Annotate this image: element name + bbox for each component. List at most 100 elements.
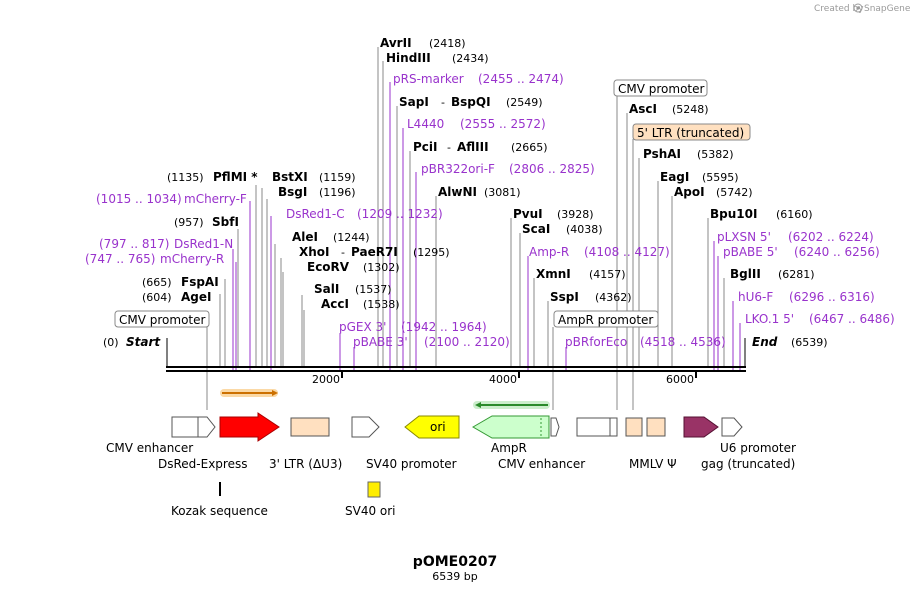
feature-label-ltr3: 3' LTR (ΔU3) xyxy=(269,457,342,471)
mmlv-box xyxy=(646,417,666,437)
enzyme-sali: SalI xyxy=(314,282,339,296)
enzyme-pvui-pos: (3928) xyxy=(557,208,594,221)
enzyme-sspi: SspI xyxy=(550,290,579,304)
plasmid-name: pOME0207 xyxy=(413,554,497,570)
primer-prs-marker: pRS-marker xyxy=(393,72,464,86)
cmv-enhancer-1-arrow xyxy=(171,416,216,438)
feature-label-cmv-enhancer-1: CMV enhancer xyxy=(106,441,193,455)
enzyme-sapi: SapI xyxy=(399,95,429,109)
dsred-express-arrow xyxy=(219,412,280,442)
primer-pbrforeco: pBRforEco xyxy=(565,335,627,349)
ampr-promoter-label: AmpR promoter xyxy=(558,313,653,327)
enzyme-bspqi: BspQI xyxy=(451,95,491,109)
enzyme-ecorv: EcoRV xyxy=(307,260,350,274)
enzyme-sali-pos: (1537) xyxy=(355,283,392,296)
enzyme-hindiii: HindIII xyxy=(386,51,431,65)
primer-prs-marker-range: (2455 .. 2474) xyxy=(478,72,564,86)
primer-mcherry-r-range: (747 .. 765) xyxy=(85,252,155,266)
feature-label-ori: ori xyxy=(430,420,446,434)
enzyme-pcii-dash: - xyxy=(447,141,451,154)
primer-pbr322ori-f-range: (2806 .. 2825) xyxy=(509,162,595,176)
primer-l4440-range: (2555 .. 2572) xyxy=(460,117,546,131)
primer-plxsn5-range: (6202 .. 6224) xyxy=(788,230,874,244)
primer-dsred1-c: DsRed1-C xyxy=(286,207,345,221)
primer-pbrforeco-range: (4518 .. 4536) xyxy=(640,335,726,349)
cmv-promoter-left-box xyxy=(114,310,210,328)
orf-dsred xyxy=(220,389,278,397)
enzyme-xmni-pos: (4157) xyxy=(589,268,626,281)
enzyme-paer7i: PaeR7I xyxy=(351,245,398,259)
enzyme-bglii: BglII xyxy=(730,267,761,281)
ruler-label-2000: 2000 xyxy=(312,373,340,386)
enzyme-alwni-pos: (3081) xyxy=(484,186,521,199)
primer-pgex3-range: (1942 .. 1964) xyxy=(401,320,487,334)
feature-label-mmlv: MMLV Ψ xyxy=(629,457,677,471)
credit-brand: SnapGene xyxy=(864,4,911,14)
ltr5-label-box xyxy=(632,123,751,141)
enzyme-pcii-pos: (2665) xyxy=(511,141,548,154)
primer-dsred1-n: DsRed1-N xyxy=(174,237,233,251)
enzyme-eagi-pos: (5595) xyxy=(702,171,739,184)
ampr-promoter-box xyxy=(553,310,659,328)
primer-pbabe3: pBABE 3' xyxy=(353,335,408,349)
enzyme-xmni: XmnI xyxy=(536,267,571,281)
primer-hu6-f-range: (6296 .. 6316) xyxy=(789,290,875,304)
enzyme-agei-pos: (604) xyxy=(142,291,172,304)
primer-dsred1-n-range: (797 .. 817) xyxy=(99,237,169,251)
enzyme-scai-pos: (4038) xyxy=(566,223,603,236)
start-pos: (0) xyxy=(103,336,119,349)
enzyme-bsgi-pos: (1196) xyxy=(319,186,356,199)
cmv-promoter-left-label: CMV promoter xyxy=(119,313,206,327)
enzyme-pvui: PvuI xyxy=(513,207,543,221)
primer-mcherry-r: mCherry-R xyxy=(160,252,224,266)
enzyme-xhoi: XhoI xyxy=(299,245,330,259)
primer-amp-r-range: (4108 .. 4127) xyxy=(584,245,670,259)
enzyme-fspai-pos: (665) xyxy=(142,276,172,289)
primer-mcherry-f-range: (1015 .. 1034) xyxy=(96,192,182,206)
ruler-label-6000: 6000 xyxy=(666,373,694,386)
ltr5-box xyxy=(625,417,643,437)
enzyme-alei: AleI xyxy=(292,230,318,244)
primer-pgex3: pGEX 3' xyxy=(339,320,386,334)
enzyme-pflmi-pos: (1135) xyxy=(167,171,204,184)
sequence-backbone xyxy=(166,366,746,378)
primer-dsred1-c-range: (1209 .. 1232) xyxy=(357,207,443,221)
enzyme-pcii: PciI xyxy=(413,140,438,154)
enzyme-sapi-dash: - xyxy=(441,96,445,109)
cmv-enhancer-2-arrow xyxy=(576,417,618,437)
enzyme-bpu10i: Bpu10I xyxy=(710,207,757,221)
feature-label-dsred-express: DsRed-Express xyxy=(158,457,247,471)
enzyme-bstxi: BstXI xyxy=(272,170,308,184)
enzyme-apoi: ApoI xyxy=(674,185,705,199)
enzyme-xhoi-dash: - xyxy=(341,246,345,259)
enzyme-acci-pos: (1538) xyxy=(363,298,400,311)
ori-arrow xyxy=(404,415,460,439)
enzyme-afliii: AflIII xyxy=(457,140,489,154)
enzyme-hindiii-pos: (2434) xyxy=(452,52,489,65)
enzyme-eagi: EagI xyxy=(660,170,689,184)
primer-pbabe5-range: (6240 .. 6256) xyxy=(794,245,880,259)
enzyme-xhoi-pos: (1295) xyxy=(413,246,450,259)
enzyme-acci: AccI xyxy=(321,297,349,311)
enzyme-bglii-pos: (6281) xyxy=(778,268,815,281)
primer-pbr322ori-f: pBR322ori-F xyxy=(421,162,495,176)
feature-label-cmv-enhancer-2: CMV enhancer xyxy=(498,457,585,471)
ltr5-label: 5' LTR (truncated) xyxy=(637,126,744,140)
feature-label-ampr: AmpR xyxy=(491,441,527,455)
enzyme-avrii-pos: (2418) xyxy=(429,37,466,50)
enzyme-scai: ScaI xyxy=(522,222,550,236)
enzyme-apoi-pos: (5742) xyxy=(716,186,753,199)
primer-l4440: L4440 xyxy=(407,117,444,131)
start-label: Start xyxy=(126,335,161,349)
primer-lko1-5: LKO.1 5' xyxy=(745,312,794,326)
primer-mcherry-f: mCherry-F xyxy=(184,192,247,206)
primer-plxsn5: pLXSN 5' xyxy=(717,230,771,244)
enzyme-sbfi-pos: (957) xyxy=(174,216,204,229)
gag-arrow xyxy=(683,416,719,438)
enzyme-ecorv-pos: (1302) xyxy=(363,261,400,274)
sv40-promoter-arrow xyxy=(351,416,380,438)
credit-text: Created by xyxy=(814,4,864,14)
primer-pbabe3-range: (2100 .. 2120) xyxy=(424,335,510,349)
cmv-promoter-top-label: CMV promoter xyxy=(618,82,705,96)
